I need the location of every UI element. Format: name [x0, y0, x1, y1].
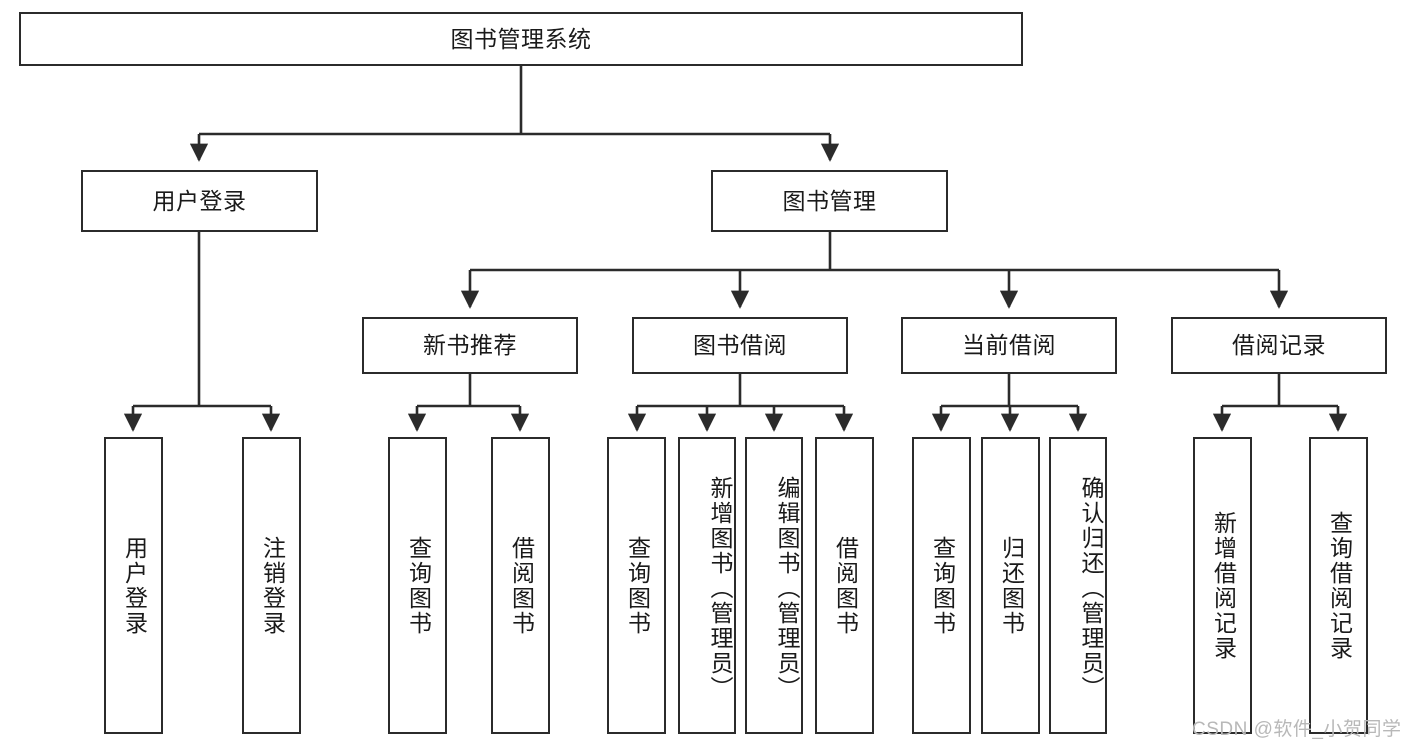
csdn-watermark: CSDN @软件_小贺同学: [1192, 719, 1402, 740]
node-root[interactable]: 图书管理系统: [19, 12, 1023, 66]
leaf-borrow-book-2[interactable]: 借阅图书: [815, 437, 874, 734]
node-book-borrow[interactable]: 图书借阅: [632, 317, 848, 374]
leaf-add-record[interactable]: 新增借阅记录: [1193, 437, 1252, 734]
leaf-add-book[interactable]: 新增图书（管理员）: [678, 437, 736, 734]
node-new-book-recommend[interactable]: 新书推荐: [362, 317, 578, 374]
node-book-manage[interactable]: 图书管理: [711, 170, 948, 232]
leaf-query-record[interactable]: 查询借阅记录: [1309, 437, 1368, 734]
node-borrow-record[interactable]: 借阅记录: [1171, 317, 1387, 374]
leaf-borrow-book-1[interactable]: 借阅图书: [491, 437, 550, 734]
node-user-login[interactable]: 用户登录: [81, 170, 318, 232]
node-current-borrow[interactable]: 当前借阅: [901, 317, 1117, 374]
leaf-query-book-1[interactable]: 查询图书: [388, 437, 447, 734]
leaf-logout[interactable]: 注销登录: [242, 437, 301, 734]
leaf-query-book-3[interactable]: 查询图书: [912, 437, 971, 734]
leaf-return-book[interactable]: 归还图书: [981, 437, 1040, 734]
leaf-edit-book[interactable]: 编辑图书（管理员）: [745, 437, 803, 734]
leaf-confirm-return[interactable]: 确认归还（管理员）: [1049, 437, 1107, 734]
leaf-user-login[interactable]: 用户登录: [104, 437, 163, 734]
leaf-query-book-2[interactable]: 查询图书: [607, 437, 666, 734]
